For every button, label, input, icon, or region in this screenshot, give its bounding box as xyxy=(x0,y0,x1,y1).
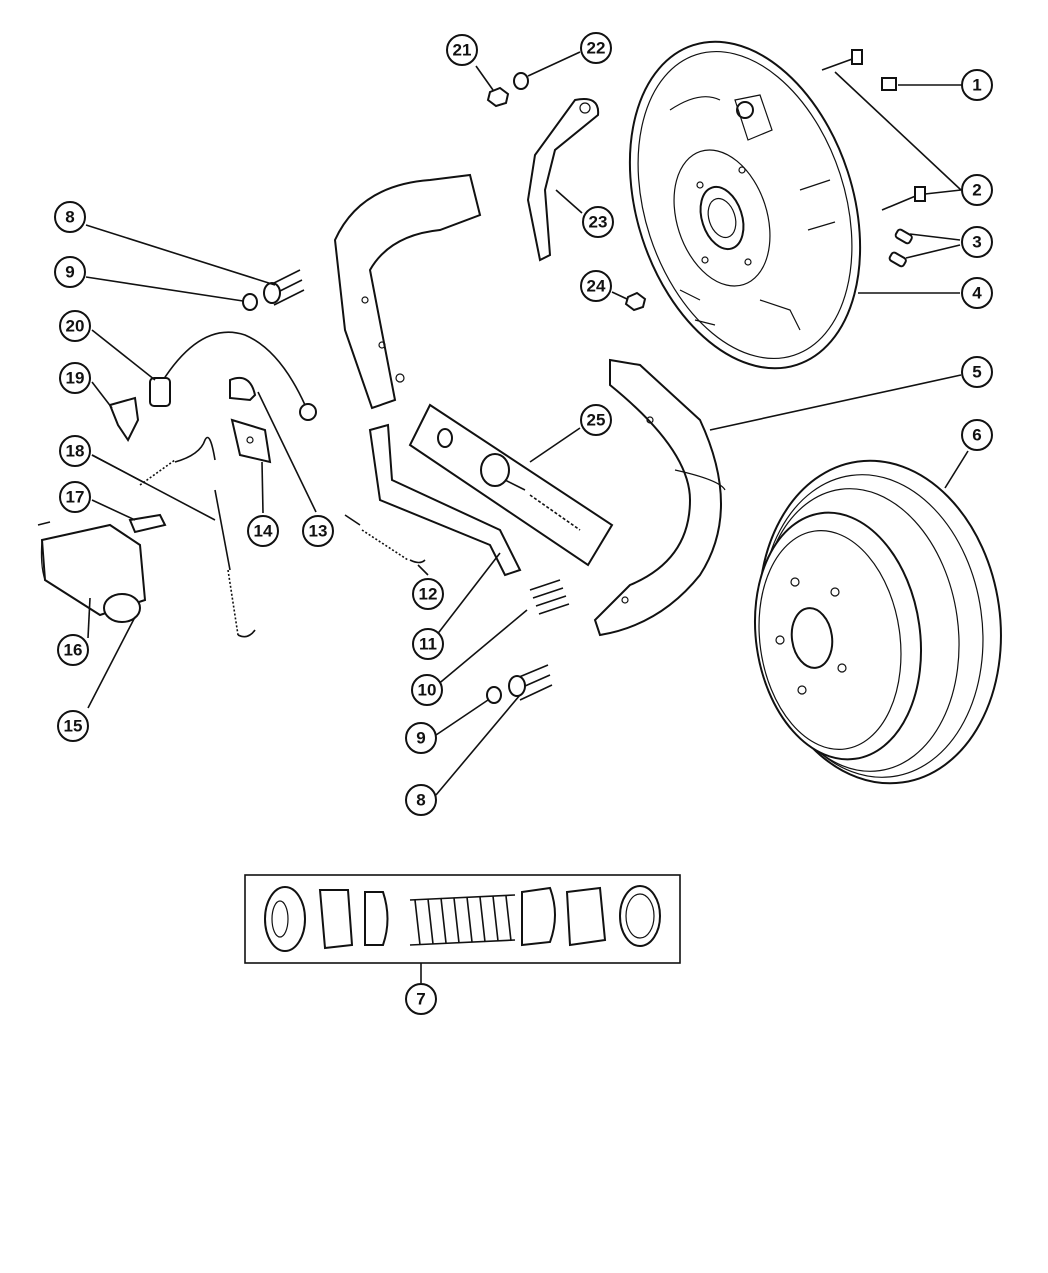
backing-plate-part xyxy=(628,40,862,370)
bolt-parts xyxy=(821,49,926,211)
return-spring-part xyxy=(344,514,426,564)
svg-text:8: 8 xyxy=(416,791,425,810)
callout-1: 1 xyxy=(961,69,993,101)
callout-24: 24 xyxy=(580,270,612,302)
svg-text:5: 5 xyxy=(972,363,981,382)
plug-parts xyxy=(888,228,913,268)
adjuster-cable-part xyxy=(149,331,317,421)
svg-text:25: 25 xyxy=(587,411,606,430)
callout-18: 18 xyxy=(59,435,91,467)
svg-text:17: 17 xyxy=(66,488,85,507)
callout-15: 15 xyxy=(57,710,89,742)
svg-text:22: 22 xyxy=(587,39,606,58)
callout-9-upper: 9 xyxy=(54,256,86,288)
svg-text:10: 10 xyxy=(418,681,437,700)
svg-text:9: 9 xyxy=(416,729,425,748)
upper-brake-shoe-part xyxy=(333,173,482,410)
svg-text:19: 19 xyxy=(66,369,85,388)
svg-text:12: 12 xyxy=(419,585,438,604)
bracket-part xyxy=(108,396,140,442)
svg-text:6: 6 xyxy=(972,426,981,445)
adjuster-lever-part xyxy=(526,98,600,262)
callout-16: 16 xyxy=(57,634,89,666)
brake-drum-part xyxy=(753,459,1002,785)
callout-5: 5 xyxy=(961,356,993,388)
callout-6: 6 xyxy=(961,419,993,451)
adjuster-spring-part xyxy=(529,579,570,615)
leader-lines xyxy=(85,51,969,983)
callout-17: 17 xyxy=(59,481,91,513)
callout-7: 7 xyxy=(405,983,437,1015)
svg-text:23: 23 xyxy=(589,213,608,232)
callout-12: 12 xyxy=(412,578,444,610)
wheel-cylinder-part xyxy=(37,513,167,623)
hold-down-spring-parts xyxy=(242,269,553,704)
callout-13: 13 xyxy=(302,515,334,547)
cable-guide-part xyxy=(229,376,272,464)
svg-text:20: 20 xyxy=(66,317,85,336)
strut-part xyxy=(368,423,522,577)
callout-8-upper: 8 xyxy=(54,201,86,233)
adjuster-screw-assembly-part xyxy=(408,403,614,567)
lower-brake-shoe-part xyxy=(593,358,726,637)
callout-20: 20 xyxy=(59,310,91,342)
callout-3: 3 xyxy=(961,226,993,258)
svg-text:18: 18 xyxy=(66,442,85,461)
svg-text:13: 13 xyxy=(309,522,328,541)
callout-14: 14 xyxy=(247,515,279,547)
callout-8-lower: 8 xyxy=(405,784,437,816)
svg-text:8: 8 xyxy=(65,208,74,227)
callout-11: 11 xyxy=(412,628,444,660)
callout-22: 22 xyxy=(580,32,612,64)
svg-text:16: 16 xyxy=(64,641,83,660)
svg-text:4: 4 xyxy=(972,284,982,303)
callout-23: 23 xyxy=(582,206,614,238)
svg-text:1: 1 xyxy=(972,76,981,95)
callout-10: 10 xyxy=(411,674,443,706)
spring-with-hook-part xyxy=(139,436,256,638)
svg-text:9: 9 xyxy=(65,263,74,282)
callout-9-lower: 9 xyxy=(405,722,437,754)
callout-21: 21 xyxy=(446,34,478,66)
svg-text:11: 11 xyxy=(419,635,437,654)
svg-text:7: 7 xyxy=(416,990,425,1009)
callout-2-upper: 2 xyxy=(961,174,993,206)
svg-text:15: 15 xyxy=(64,717,83,736)
svg-text:2: 2 xyxy=(972,181,981,200)
repair-kit-part xyxy=(244,874,681,964)
callout-19: 19 xyxy=(59,362,91,394)
svg-text:3: 3 xyxy=(972,233,981,252)
svg-text:24: 24 xyxy=(587,277,606,296)
callout-4: 4 xyxy=(961,277,993,309)
small-nut-parts xyxy=(486,72,647,312)
svg-text:14: 14 xyxy=(254,522,273,541)
callout-25: 25 xyxy=(580,404,612,436)
svg-text:21: 21 xyxy=(453,41,472,60)
